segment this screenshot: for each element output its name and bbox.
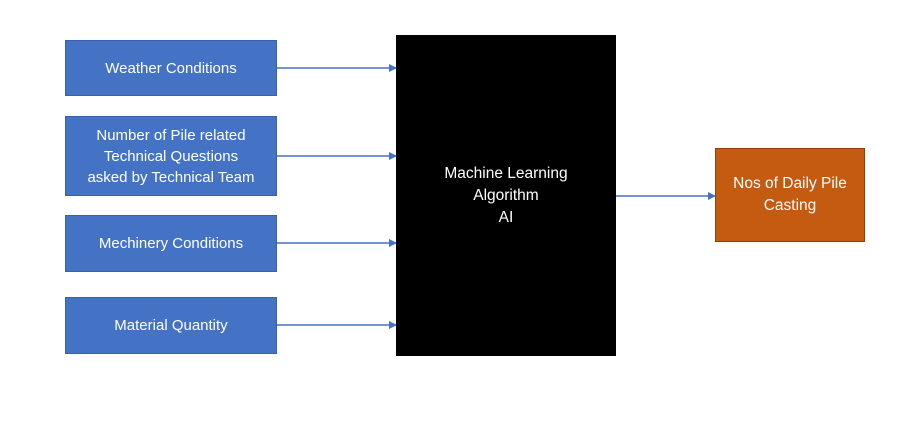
ml-algorithm-label: Machine Learning Algorithm AI <box>444 164 568 226</box>
input-machinery-conditions-label: Mechinery Conditions <box>98 235 244 252</box>
input-machinery-conditions: Mechinery Conditions <box>65 215 277 272</box>
output-daily-pile-casting-label: Nos of Daily Pile Casting <box>733 175 847 214</box>
input-technical-questions: Number of Pile related Technical Questio… <box>65 116 277 196</box>
input-material-quantity: Material Quantity <box>65 297 277 354</box>
input-weather-conditions: Weather Conditions <box>65 40 277 96</box>
input-weather-conditions-label: Weather Conditions <box>105 59 237 77</box>
ml-algorithm-box: Machine Learning Algorithm AI <box>396 35 616 356</box>
output-daily-pile-casting: Nos of Daily Pile Casting <box>715 148 865 242</box>
input-technical-questions-label: Number of Pile related Technical Questio… <box>87 126 255 186</box>
input-material-quantity-label: Material Quantity <box>114 317 228 334</box>
